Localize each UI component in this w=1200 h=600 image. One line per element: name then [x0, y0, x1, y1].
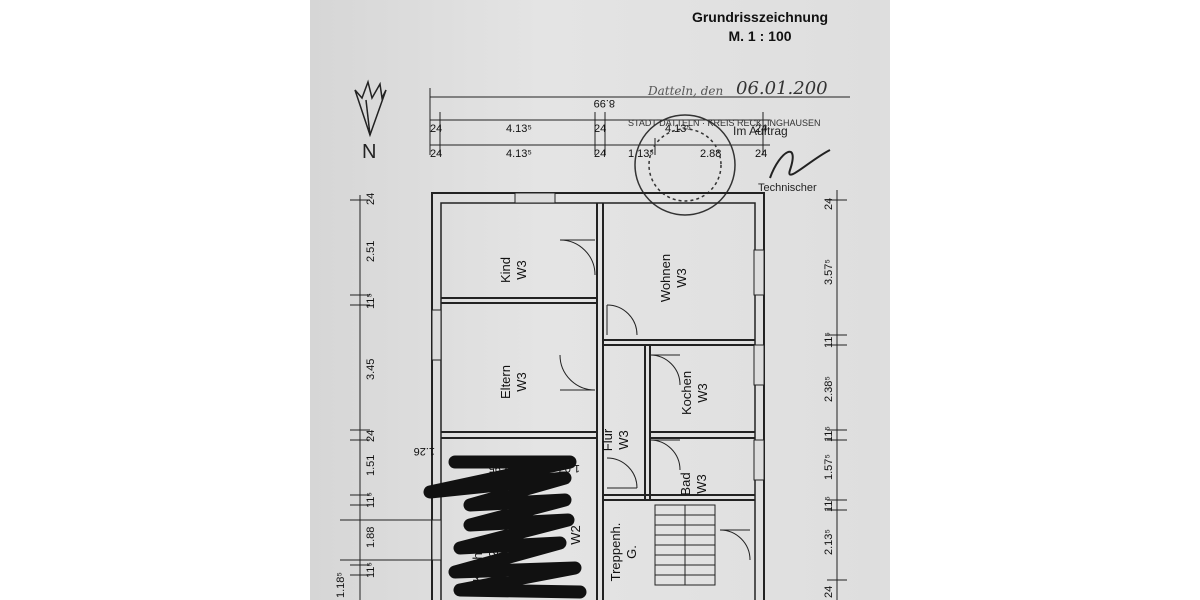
room-bad-label: Bad W3: [678, 472, 709, 495]
dim-right-0: 24: [823, 198, 835, 210]
room-wohnen-label: Wohnen W3: [658, 254, 689, 302]
windows: [431, 192, 765, 561]
room-eltern-label: Eltern W3: [498, 365, 529, 399]
dim-left-5: 1.51: [365, 455, 377, 476]
room-bad-name: Bad: [678, 472, 693, 495]
dim-top-row3-c: 24: [594, 148, 606, 160]
dim-left-6: 11⁵: [365, 492, 377, 508]
dim-left-8: 11⁵: [365, 562, 377, 578]
room-treppe-unit: G.: [624, 545, 639, 559]
dim-right-7: 2.13⁵: [823, 529, 835, 555]
dim-right-2: 11⁵: [823, 332, 835, 348]
dim-top-row3-b: 4.13⁵: [506, 148, 532, 160]
dim-top-row2-a: 24: [430, 123, 442, 135]
room-eltern-unit: W3: [514, 372, 529, 392]
right-dimension-lines: [827, 190, 847, 600]
room-eltern-name: Eltern: [498, 365, 513, 399]
dim-right-4: 11⁵: [823, 426, 835, 442]
building-walls: [431, 192, 765, 600]
room-kochen-label: Kochen W3: [679, 371, 710, 415]
stamp-on-behalf: Im Auftrag: [733, 124, 788, 138]
official-seal-icon: [634, 114, 831, 216]
floor-plan-drawing: N 8.99 24 4.13⁵ 24 4.13⁵ 24 24 4.13⁵ 24 …: [335, 79, 850, 600]
dim-top-row3-a: 24: [430, 148, 442, 160]
dim-left-7: 1.88: [365, 527, 377, 548]
room-kind-label: Kind W3: [498, 257, 529, 283]
plan-scale: M. 1 : 100: [728, 28, 792, 44]
room-treppe-label: Treppenh. G.: [608, 523, 639, 582]
room-kind-name: Kind: [498, 257, 513, 283]
floor-plan-sheet: Grundrisszeichnung M. 1 : 100 Datteln, d…: [310, 0, 890, 600]
dim-left-4: 24: [365, 430, 377, 442]
redaction-scribble: [423, 455, 587, 599]
room-flur-name: Flur: [600, 428, 615, 451]
stamp-role: Technischer: [758, 182, 817, 194]
dim-right-6: 11⁵: [823, 496, 835, 512]
top-dimension-lines: [429, 88, 850, 155]
seal-text: STADT DATTELN · KREIS RECKLINGHAUSEN: [628, 118, 821, 128]
room-kind-unit: W3: [514, 260, 529, 280]
stair-treads: [654, 504, 716, 586]
room-flur-label: Flur W3: [600, 428, 631, 451]
dim-left-2: 11⁵: [365, 293, 377, 309]
dim-right-1: 3.57⁵: [823, 259, 835, 285]
room-w2-name: W2: [568, 525, 583, 545]
door-swings: [559, 239, 751, 561]
dim-top-row3-f: 24: [755, 148, 767, 160]
stamp-date-value: 06.01.200: [736, 78, 828, 99]
room-flur-unit: W3: [616, 430, 631, 450]
dim-right-3: 2.38⁵: [823, 376, 835, 402]
north-label: N: [362, 141, 376, 163]
dim-right-8: 24: [823, 586, 835, 598]
dim-right-5: 1.57⁵: [823, 454, 835, 480]
room-wohnen-name: Wohnen: [658, 254, 673, 302]
dim-top-row3-e: 2.88: [700, 148, 721, 160]
plan-title-block: Grundrisszeichnung M. 1 : 100: [680, 8, 840, 46]
dim-left-0: 24: [365, 193, 377, 205]
dim-left-3: 3.45: [365, 359, 377, 380]
room-wohnen-unit: W3: [674, 268, 689, 288]
dim-top-total: 8.99: [594, 97, 615, 109]
stamp-date-label: Datteln, den: [648, 84, 724, 98]
dim-top-row2-b: 4.13⁵: [506, 123, 532, 135]
dim-left-1: 2.51: [365, 241, 377, 262]
room-kochen-unit: W3: [695, 383, 710, 403]
north-arrow-icon: N: [354, 79, 387, 163]
room-kochen-name: Kochen: [679, 371, 694, 415]
dim-left-9: 1.18⁵: [335, 572, 347, 598]
left-dimension-lines: [340, 195, 432, 600]
room-bad-unit: W3: [694, 474, 709, 494]
room-treppe-name: Treppenh.: [608, 523, 623, 582]
dim-top-row3-d: 1.13⁵: [628, 148, 654, 160]
dim-top-row2-c: 24: [594, 123, 606, 135]
plan-title: Grundrisszeichnung: [691, 9, 829, 25]
dim-top-row2-e: 24: [755, 123, 767, 135]
dim-small-0: 1.26: [414, 445, 435, 457]
